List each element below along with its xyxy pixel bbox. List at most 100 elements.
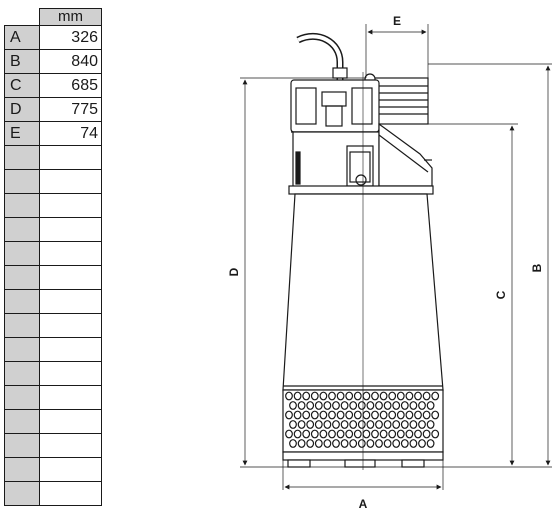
strainer-hole <box>293 410 302 420</box>
strainer-hole <box>332 420 340 429</box>
label-b: B <box>530 263 544 272</box>
strainer-hole <box>375 401 383 410</box>
strainer-hole <box>306 401 315 410</box>
strainer-hole <box>340 420 349 429</box>
row-value <box>39 433 102 458</box>
row-key: B <box>4 49 40 74</box>
dimension-lines <box>240 24 552 490</box>
strainer-hole <box>400 420 409 429</box>
strainer-hole <box>414 429 422 439</box>
strainer-hole <box>353 391 362 401</box>
strainer-hole <box>366 401 375 410</box>
strainer-hole <box>302 391 311 401</box>
table-row <box>4 337 102 362</box>
strainer-hole <box>302 410 311 420</box>
strainer-hole <box>323 439 332 448</box>
strainer-hole <box>388 410 397 420</box>
strainer-hole <box>409 439 418 448</box>
strainer-hole <box>366 420 375 429</box>
table-row <box>4 481 102 506</box>
strainer-hole <box>323 420 332 429</box>
strainer-hole <box>426 439 435 448</box>
strainer-hole <box>319 429 328 439</box>
foot-center <box>344 459 376 468</box>
table-row <box>4 265 102 290</box>
header-blank-cell <box>4 8 40 26</box>
strainer-hole <box>418 439 426 448</box>
table-row <box>4 385 102 410</box>
strainer-hole <box>289 439 297 448</box>
strainer-hole <box>409 401 418 410</box>
strainer-hole <box>314 420 323 429</box>
label-e: E <box>393 14 401 28</box>
row-key <box>4 409 40 434</box>
strainer-hole <box>375 420 383 429</box>
strainer-hole <box>405 391 414 401</box>
strainer-hole <box>349 439 358 448</box>
row-key <box>4 481 40 506</box>
row-value <box>39 241 102 266</box>
strainer-hole <box>422 410 431 420</box>
strainer-hole <box>426 401 435 410</box>
strainer-hole <box>285 429 293 439</box>
strainer-hole <box>332 439 340 448</box>
strainer-hole <box>366 439 375 448</box>
row-key <box>4 265 40 290</box>
strainer-hole <box>345 429 354 439</box>
strainer-hole <box>336 391 345 401</box>
strainer-hole <box>400 401 409 410</box>
row-value: 840 <box>39 49 102 74</box>
strainer-hole <box>336 410 345 420</box>
row-value: 74 <box>39 121 102 146</box>
label-c: C <box>494 290 508 299</box>
strainer-hole <box>336 429 345 439</box>
strainer-hole <box>297 401 306 410</box>
table-header-row: mm <box>4 8 102 26</box>
strainer-hole <box>293 429 302 439</box>
table-row <box>4 289 102 314</box>
table-row <box>4 241 102 266</box>
row-key: A <box>4 25 40 50</box>
housing-flange <box>288 185 434 195</box>
strainer-hole <box>371 429 379 439</box>
strainer-hole <box>289 401 297 410</box>
strainer-hole <box>379 391 388 401</box>
strainer-hole <box>414 391 422 401</box>
row-value <box>39 337 102 362</box>
row-key <box>4 193 40 218</box>
strainer-hole <box>319 391 328 401</box>
strainer-hole <box>426 420 435 429</box>
row-value <box>39 409 102 434</box>
strainer-hole <box>345 410 354 420</box>
strainer-hole <box>340 439 349 448</box>
strainer-hole <box>345 391 354 401</box>
strainer-hole <box>396 391 405 401</box>
strainer-hole <box>340 401 349 410</box>
strainer-hole <box>357 401 366 410</box>
strainer-hole <box>319 410 328 420</box>
strainer-hole <box>431 410 440 420</box>
row-key <box>4 361 40 386</box>
strainer-hole <box>328 410 336 420</box>
strainer-hole <box>431 391 440 401</box>
strainer-hole <box>383 420 392 429</box>
row-key <box>4 433 40 458</box>
strainer-hole <box>328 429 336 439</box>
strainer-hole <box>310 391 319 401</box>
row-value: 326 <box>39 25 102 50</box>
strainer-hole <box>392 401 401 410</box>
row-key <box>4 145 40 170</box>
strainer-hole <box>388 429 397 439</box>
strainer-hole <box>396 429 405 439</box>
strainer-hole <box>332 401 340 410</box>
strainer-hole <box>375 439 383 448</box>
strainer-hole <box>285 391 293 401</box>
strainer-hole <box>302 429 311 439</box>
table-row <box>4 409 102 434</box>
strainer-hole <box>289 420 297 429</box>
strainer-hole <box>418 401 426 410</box>
strainer-hole <box>396 410 405 420</box>
strainer-hole <box>297 420 306 429</box>
